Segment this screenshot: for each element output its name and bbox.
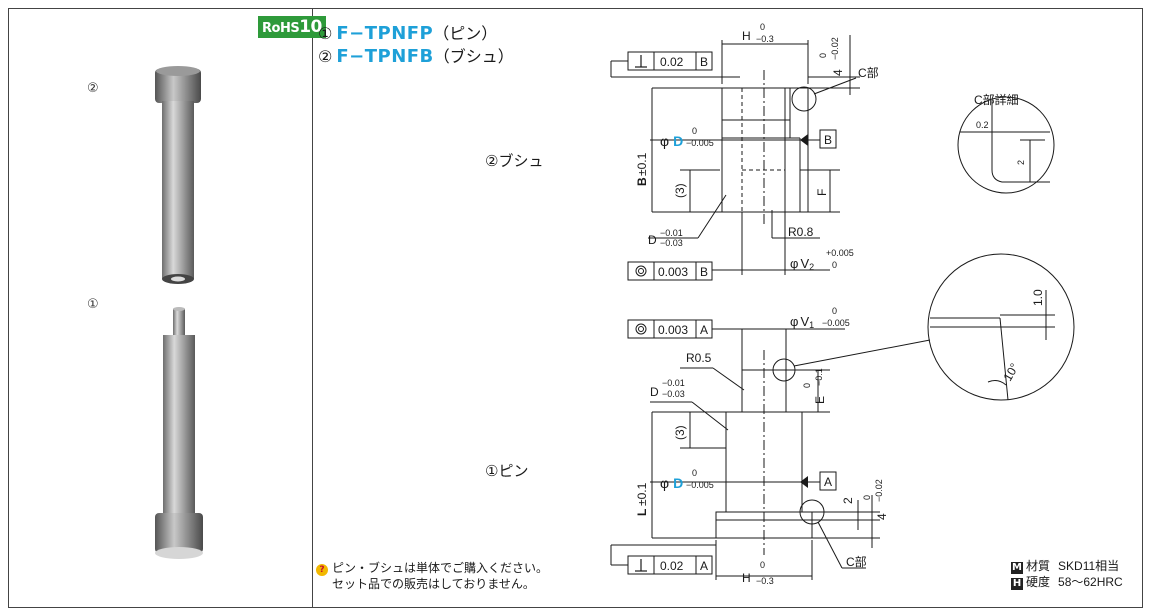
title-bush-code: F−TPNFB <box>336 46 434 67</box>
question-icon: ? <box>316 564 328 576</box>
photo-label-bush: ② <box>87 81 99 96</box>
rohs-number: 10 <box>299 17 322 37</box>
product-photo-panel: ② ① <box>9 9 312 607</box>
note-text-1: ピン・ブシュは単体でご購入ください。 <box>332 561 549 575</box>
rohs-prefix: RoHS <box>262 21 300 36</box>
note-line-1: ? ピン・ブシュは単体でご購入ください。 <box>316 560 548 576</box>
rohs-badge: RoHS10 <box>258 16 326 38</box>
note-text-2: セット品での販売はしておりません。 <box>332 577 535 591</box>
section-label-bush: ②ブシュ <box>485 152 544 170</box>
photo-label-pin: ① <box>87 297 99 312</box>
title-pin-suffix: （ピン） <box>433 24 498 43</box>
section-label-pin: ①ピン <box>485 462 529 480</box>
product-photo <box>155 66 203 559</box>
material-badge-icon: M <box>1011 562 1023 574</box>
hardness-badge-icon: H <box>1011 578 1023 590</box>
panel-divider <box>312 8 313 608</box>
title-pin-num: ① <box>318 24 333 43</box>
purchase-note: ? ピン・ブシュは単体でご購入ください。 セット品での販売はしておりません。 <box>316 560 548 592</box>
title-pin-code: F−TPNFP <box>336 23 434 44</box>
title-bush-num: ② <box>318 47 333 66</box>
product-frame <box>8 8 1143 608</box>
hardness-value: 58～62HRC <box>1058 575 1123 589</box>
material-label: 材質 <box>1026 559 1051 573</box>
material-value: SKD11相当 <box>1058 559 1120 573</box>
title-bush-suffix: （ブシュ） <box>433 47 514 66</box>
hardness-label: 硬度 <box>1026 575 1051 589</box>
